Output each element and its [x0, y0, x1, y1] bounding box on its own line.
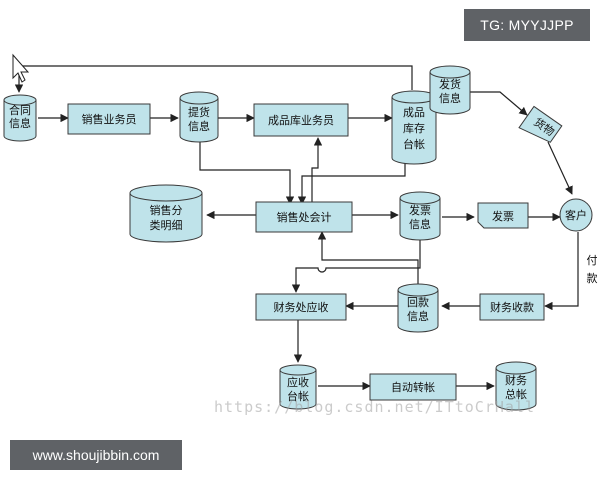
label-sales-clerk: 销售业务员	[82, 112, 137, 126]
label-payment-info: 回款信息	[407, 295, 429, 323]
node-receivable-ledger	[279, 364, 317, 410]
node-invoice	[477, 202, 529, 229]
edge-inventory-to-contract	[14, 65, 413, 93]
node-contract-info	[3, 94, 37, 142]
edge-label-payment: 付款	[587, 254, 598, 285]
node-finance-receivable	[255, 293, 347, 321]
node-goods	[518, 105, 563, 143]
label-pickup-info: 提货信息	[188, 105, 210, 133]
node-sales-clerk	[67, 103, 151, 135]
node-labels: 合同信息 销售业务员 提货信息 成品库业务员 成品库存台帐 发货信息 货物 销售…	[9, 77, 598, 403]
edge-goods-to-customer	[547, 141, 573, 195]
node-sales-detail	[129, 184, 203, 243]
label-sales-detail: 销售分类明细	[150, 203, 183, 232]
label-finance-collection: 财务收款	[490, 300, 534, 314]
node-invoice-info	[399, 191, 441, 241]
label-warehouse-clerk: 成品库业务员	[268, 114, 334, 127]
node-sales-accounting	[255, 201, 353, 233]
edge-accounting-to-warehouse	[311, 137, 323, 204]
label-invoice: 发票	[492, 209, 514, 223]
label-invoice-info: 发票信息	[409, 203, 431, 231]
label-auto-reconcile: 自动转帐	[391, 380, 435, 394]
node-general-ledger	[495, 361, 537, 411]
label-shipping-info: 发货信息	[439, 77, 461, 105]
edge-shipping-to-goods	[470, 91, 528, 116]
node-shipping-info	[429, 65, 471, 115]
node-auto-reconcile	[369, 373, 457, 401]
site-badge: www.shoujibbin.com	[10, 440, 182, 470]
label-general-ledger: 财务总帐	[505, 373, 527, 401]
edge-customer-to-collection	[544, 232, 579, 311]
node-customer	[559, 198, 593, 232]
edge-payment-info-to-accounting	[317, 231, 419, 286]
edge-invoice-info-to-receivable	[291, 238, 421, 293]
connectors	[14, 65, 579, 391]
label-customer: 客户	[565, 208, 587, 222]
label-contract-info: 合同信息	[9, 103, 31, 130]
label-sales-accounting: 销售处会计	[277, 210, 332, 224]
tg-badge: TG: MYYJJPP	[464, 9, 590, 41]
node-finance-collection	[479, 293, 545, 321]
label-inventory-ledger: 成品库存台帐	[403, 106, 425, 151]
cursor-icon	[12, 53, 30, 83]
label-receivable-ledger: 应收台帐	[287, 375, 309, 403]
node-payment-info	[397, 283, 439, 333]
label-finance-receivable: 财务处应收	[274, 300, 329, 314]
node-warehouse-clerk	[253, 103, 349, 137]
edge-pickup-to-accounting	[199, 140, 295, 205]
node-pickup-info	[179, 91, 219, 143]
